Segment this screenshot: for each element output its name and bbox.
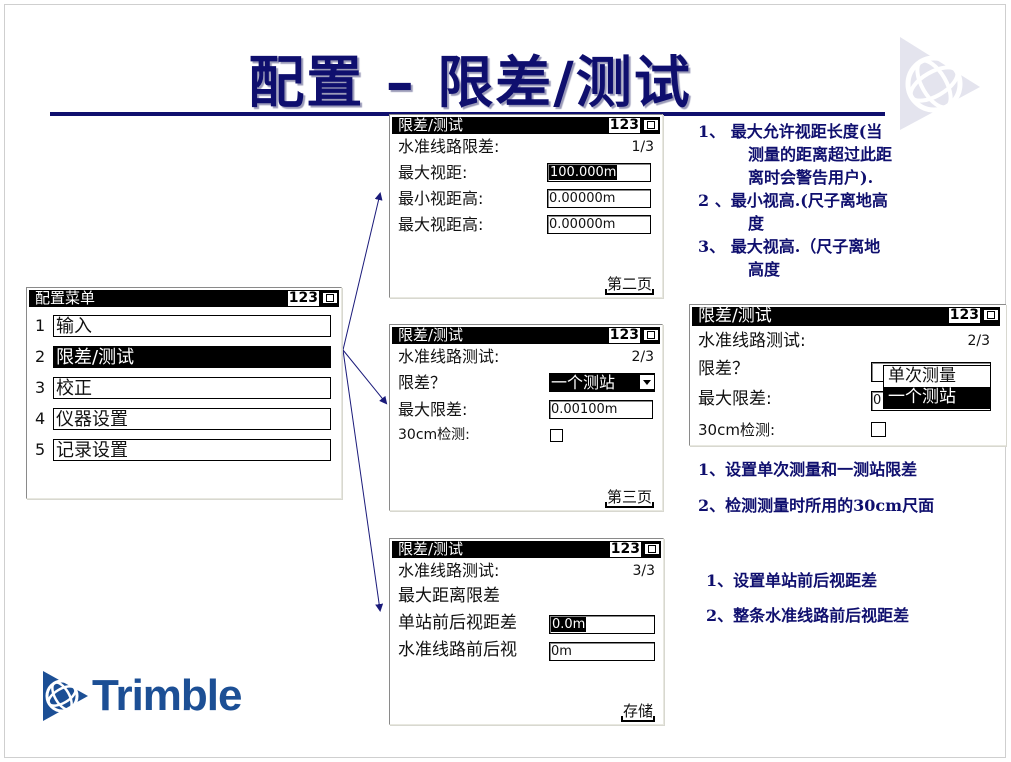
menu-item-number: 1 [35,316,46,335]
note-line: 2、整条水准线路前后视距差 [706,606,910,625]
page-indicator: 3/3 [632,563,655,579]
min-sight-height-input[interactable]: 0.00000m [547,189,651,208]
menu-item-calibration[interactable]: 3 校正 [35,377,331,400]
page-indicator: 2/3 [967,333,990,349]
battery-icon [323,293,337,303]
note-line: 1、设置单次测量和一测站限差 [698,460,918,479]
battery-icon [984,310,998,320]
field-label: 最大限差: [698,389,772,409]
field-label: 30cm检测: [398,427,470,443]
dropdown-value: 一个测站 [551,373,616,392]
check-30cm-checkbox[interactable] [550,429,563,442]
field-label: 单站前后视距差 [398,613,517,633]
tolerance-mode-dropdown[interactable]: 一个测站 [549,373,655,392]
chevron-down-icon [640,375,654,389]
menu-item-input[interactable]: 1 输入 [35,315,331,338]
screen-header: 限差/测试 [398,326,464,344]
tolerance-dropdown-open-screen: 限差/测试 123 水准线路测试: 2/3 限差？ 最大限差: 0 单次测量 一… [689,304,1006,446]
notes-page2: 1、设置单次测量和一测站限差 2、检测测量时所用的30cm尺面 [698,458,934,517]
notes-page1: 1、 最大允许视距长度(当 测量的距离超过此距 离时会警告用户). 2 、最小视… [698,120,958,281]
input-mode-badge: 123 [608,117,640,133]
note-line: 3、 最大视高.（尺子离地 [698,237,881,256]
save-softkey[interactable]: 存储 [620,702,656,722]
tolerance-screen-page3: 限差/测试 123 水准线路测试: 3/3 最大距离限差 单站前后视距差 0.0… [389,538,664,725]
field-value: 100.000m [549,165,618,180]
option-one-station[interactable]: 一个测站 [884,387,990,408]
menu-item-number: 3 [35,378,46,397]
menu-item-label: 校正 [53,377,331,399]
note-line: 1、设置单站前后视距差 [706,571,878,590]
trimble-globe-icon [43,671,88,721]
trimble-watermark-icon [900,37,980,130]
field-label: 水准线路前后视 [398,640,517,660]
screen-header: 限差/测试 [698,306,772,326]
status-bar: 限差/测试 123 [392,327,660,344]
field-label: 限差？ [698,359,749,379]
field-label: 最大视距: [398,163,468,182]
menu-item-label: 限差/测试 [53,346,331,368]
note-line: 2 、最小视高.(尺子离地高 [698,191,888,210]
slide-title: 配置 – 限差/测试 [248,51,692,116]
tolerance-screen-page2: 限差/测试 123 水准线路测试: 2/3 限差？ 一个测站 最大限差: 0.0… [389,324,663,511]
menu-item-instrument-settings[interactable]: 4 仪器设置 [35,408,331,431]
input-mode-badge: 123 [609,541,641,557]
note-line: 1、 最大允许视距长度(当 [698,122,883,141]
note-line: 高度 [748,260,781,279]
menu-item-label: 记录设置 [53,439,331,461]
menu-item-number: 5 [35,440,46,459]
status-bar: 限差/测试 123 [392,117,660,134]
field-value: 0.0m [551,617,587,632]
field-label: 限差？ [398,373,447,392]
menu-item-record-settings[interactable]: 5 记录设置 [35,439,331,462]
input-mode-badge: 123 [287,290,319,306]
max-sight-height-input[interactable]: 0.00000m [547,215,651,234]
max-sight-distance-input[interactable]: 100.000m [547,163,651,182]
trimble-logo: Trimble [40,668,260,724]
tolerance-options-popup: 单次测量 一个测站 [883,365,991,409]
menu-item-number: 4 [35,409,46,428]
note-line: 离时会警告用户). [748,168,874,187]
check-30cm-checkbox[interactable] [871,422,886,437]
field-label: 最大视距高: [398,215,484,234]
section-subtitle: 水准线路测试: [398,347,500,366]
battery-icon [644,120,658,130]
next-page-softkey[interactable]: 第三页 [604,488,655,508]
battery-icon [645,544,659,554]
screen-header: 限差/测试 [398,540,464,558]
tolerance-screen-page1: 限差/测试 123 水准线路限差: 1/3 最大视距: 100.000m 最小视… [389,114,663,298]
field-label: 最大限差: [398,400,468,419]
menu-item-number: 2 [35,347,46,366]
next-page-softkey[interactable]: 第二页 [604,275,655,295]
status-bar: 限差/测试 123 [692,307,1000,326]
section-subtitle: 水准线路测试: [398,561,500,580]
screen-header: 限差/测试 [398,116,464,134]
option-single-measurement[interactable]: 单次测量 [888,366,956,386]
input-mode-badge: 123 [608,327,640,343]
field-label: 30cm检测: [698,421,775,439]
menu-item-label: 输入 [53,315,331,337]
status-bar: 限差/测试 123 [392,541,661,558]
logo-wordmark: Trimble [92,671,242,720]
status-bar: 配置菜单 123 [29,290,339,307]
line-fore-back-diff-input[interactable]: 0m [549,642,655,661]
input-mode-badge: 123 [948,307,980,323]
section-subtitle: 水准线路限差: [398,137,500,156]
section-subtitle: 水准线路测试: [698,331,806,351]
config-menu-screen: 配置菜单 123 1 输入 2 限差/测试 3 校正 4 仪器设置 5 记录设置 [26,287,342,499]
page-indicator: 2/3 [631,349,654,365]
note-line: 2、检测测量时所用的30cm尺面 [698,496,935,515]
field-label: 最小视距高: [398,189,484,208]
note-line: 测量的距离超过此距 [748,145,893,164]
screen-header: 配置菜单 [35,289,96,307]
battery-icon [644,330,658,340]
note-line: 度 [748,214,765,233]
notes-page3: 1、设置单站前后视距差 2、整条水准线路前后视距差 [706,569,909,627]
page-indicator: 1/3 [631,139,654,155]
max-tolerance-input[interactable]: 0.00100m [549,400,653,419]
menu-item-label: 仪器设置 [53,408,331,430]
section-label: 最大距离限差 [398,586,500,606]
menu-item-tolerance-test[interactable]: 2 限差/测试 [35,346,331,369]
station-fore-back-diff-input[interactable]: 0.0m [549,615,655,634]
